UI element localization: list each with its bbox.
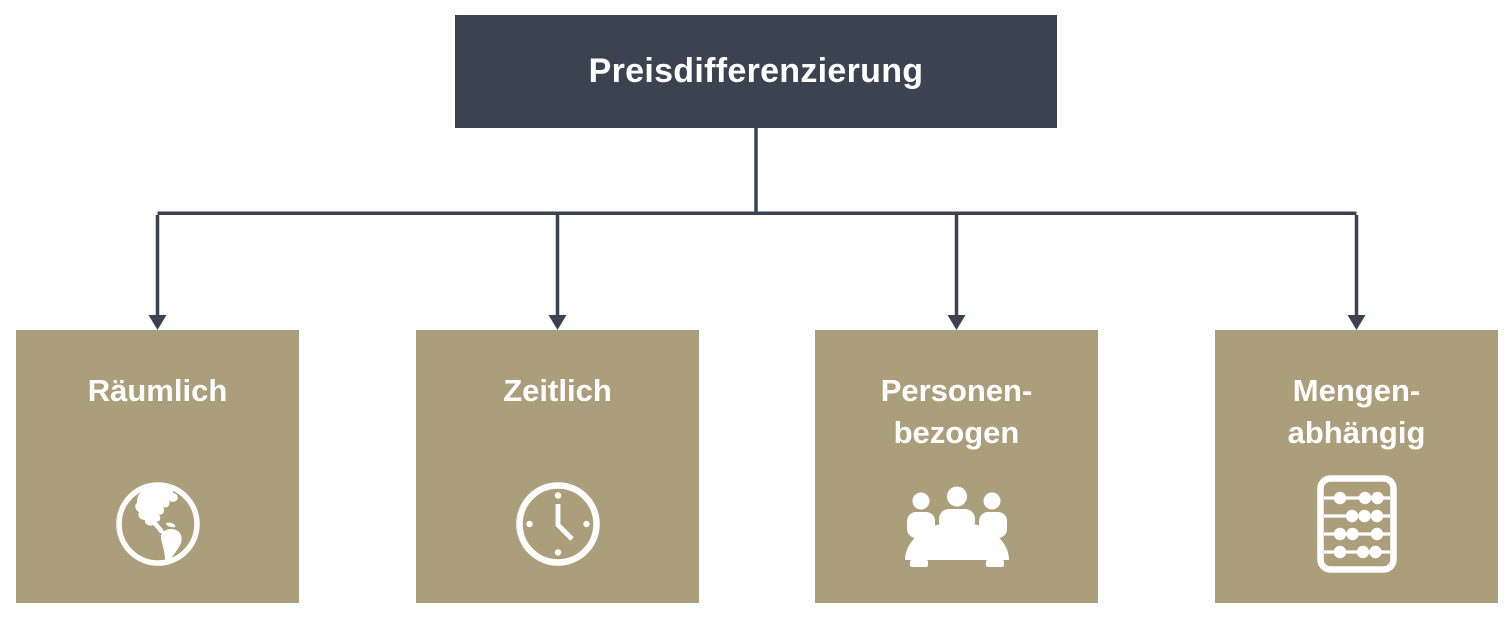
- node-label-line-2: bezogen: [893, 415, 1020, 450]
- node-icon-area: [1215, 470, 1498, 578]
- node-label: Mengen- abhängig: [1215, 370, 1498, 454]
- root-node-label: Preisdifferenzierung: [588, 52, 924, 90]
- node-label: Räumlich: [16, 370, 299, 412]
- node-mengenabhaengig: Mengen- abhängig: [1215, 330, 1498, 603]
- arrowhead-icon: [148, 315, 167, 330]
- node-icon-area: [815, 470, 1098, 578]
- root-node: Preisdifferenzierung: [455, 15, 1057, 128]
- arrowhead-icon: [947, 315, 966, 330]
- node-label-line-1: Zeitlich: [503, 373, 612, 408]
- node-icon-area: [416, 470, 699, 578]
- node-label-line-1: Personen-: [880, 373, 1033, 408]
- node-zeitlich: Zeitlich: [416, 330, 699, 603]
- node-raeumlich: Räumlich: [16, 330, 299, 603]
- node-label: Personen- bezogen: [815, 370, 1098, 454]
- node-label-line-1: Räumlich: [87, 373, 228, 408]
- globe-icon: [115, 482, 200, 566]
- node-label: Zeitlich: [416, 370, 699, 412]
- arrowhead-icon: [548, 315, 567, 330]
- node-icon-area: [16, 470, 299, 578]
- people-icon: [904, 486, 1009, 567]
- node-label-line-1: Mengen-: [1292, 373, 1421, 408]
- arrowhead-icon: [1347, 315, 1366, 330]
- node-label-line-2: abhängig: [1287, 415, 1426, 450]
- node-personenbezogen: Personen- bezogen: [815, 330, 1098, 603]
- clock-icon: [515, 482, 600, 566]
- abacus-icon: [1316, 475, 1397, 573]
